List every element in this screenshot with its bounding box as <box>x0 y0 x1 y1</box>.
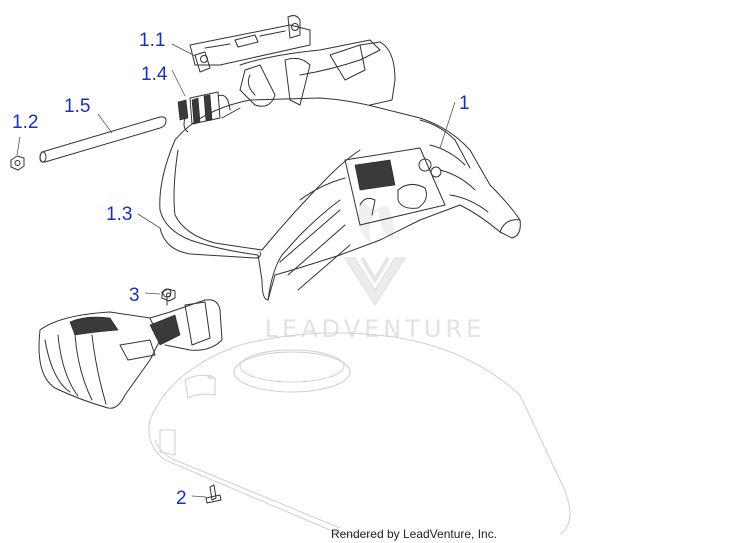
hinge-bracket <box>189 15 396 107</box>
bolt-part <box>205 484 222 504</box>
leader-lines <box>16 43 456 498</box>
watermark-text: LEADVENTURE <box>265 315 486 343</box>
callout-1-2: 1.2 <box>12 112 38 133</box>
callout-1-5: 1.5 <box>64 96 90 117</box>
callout-3: 3 <box>129 285 140 306</box>
callout-1-3: 1.3 <box>106 204 132 225</box>
callout-1-4: 1.4 <box>141 64 168 85</box>
hinge-rod <box>39 116 167 163</box>
callout-1-1: 1.1 <box>139 30 165 51</box>
watermark-logo <box>344 200 406 306</box>
callout-1: 1 <box>459 93 470 114</box>
callout-2: 2 <box>176 488 187 509</box>
nut-part-3 <box>161 288 176 302</box>
main-rear-shield <box>159 97 521 301</box>
nut-part <box>10 155 25 171</box>
mower-deck <box>148 332 571 537</box>
rear-shield-assembly <box>38 288 223 409</box>
torsion-spring <box>177 91 241 133</box>
hairpin-cotter <box>159 227 261 259</box>
footer-credit: Rendered by LeadVenture, Inc. <box>331 527 497 541</box>
